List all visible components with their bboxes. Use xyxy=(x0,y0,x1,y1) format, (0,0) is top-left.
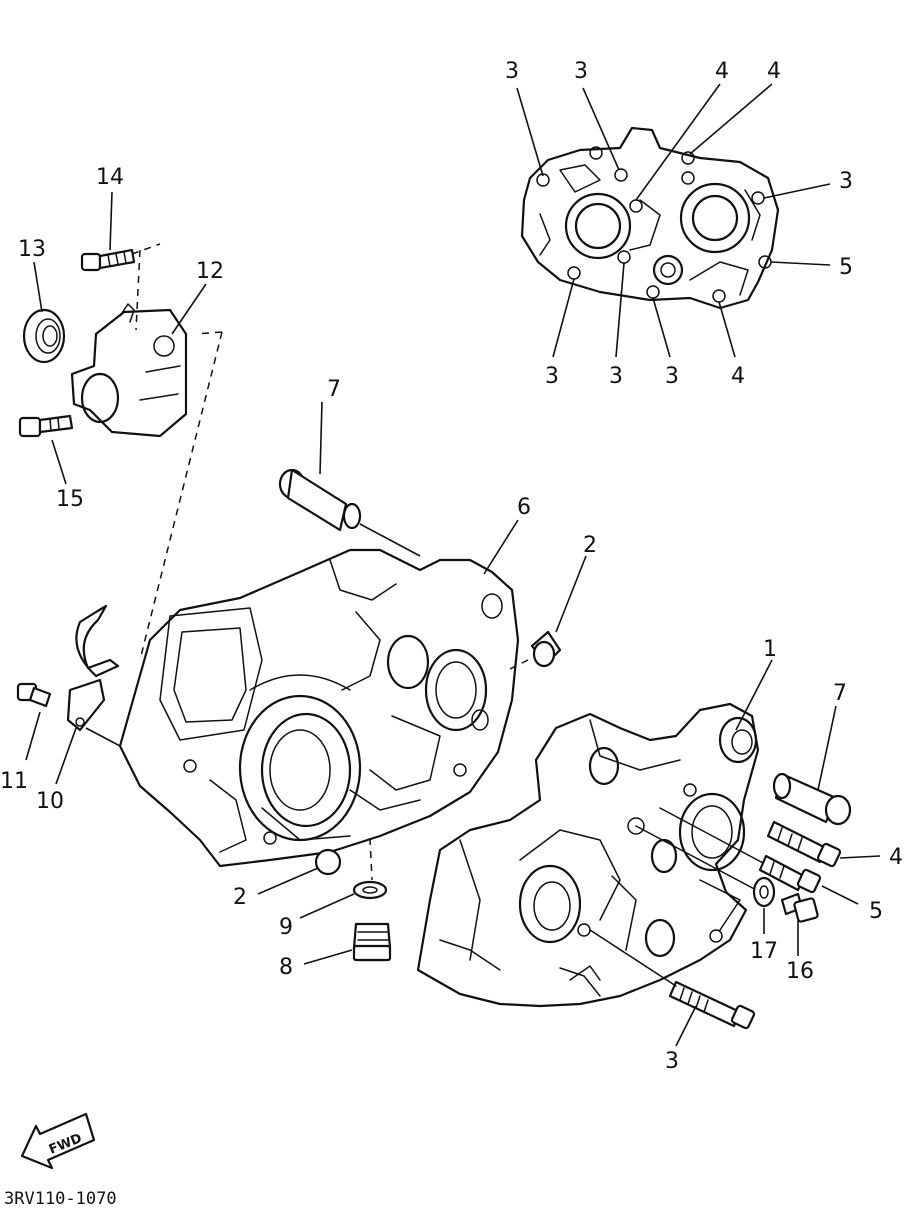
callout-12: 12 xyxy=(196,259,224,284)
cover-12 xyxy=(70,303,188,438)
callout-2: 2 xyxy=(233,885,247,910)
callout-5: 5 xyxy=(869,899,883,924)
bolt-4 xyxy=(766,820,842,868)
bolt-5 xyxy=(758,854,822,894)
bolt-16 xyxy=(780,892,819,923)
callout-3: 3 xyxy=(574,59,588,84)
callout-13: 13 xyxy=(18,237,46,262)
left-crankcase-6 xyxy=(118,548,520,868)
callout-2: 2 xyxy=(583,533,597,558)
callout-3: 3 xyxy=(505,59,519,84)
dowel-pin-7 xyxy=(278,468,362,532)
callout-14: 14 xyxy=(96,165,124,190)
callout-3: 3 xyxy=(545,364,559,389)
diagram-code: 3RV110-1070 xyxy=(4,1189,117,1209)
callout-1: 1 xyxy=(763,637,777,662)
callout-3: 3 xyxy=(665,364,679,389)
bolt-3 xyxy=(668,980,756,1030)
drain-plug-8 xyxy=(352,922,392,962)
callout-9: 9 xyxy=(279,915,293,940)
dowel-2 xyxy=(530,630,562,668)
bolt-11 xyxy=(16,682,52,708)
washer-17 xyxy=(752,876,776,908)
bolt-14 xyxy=(80,248,136,272)
callout-3: 3 xyxy=(609,364,623,389)
bolt-15 xyxy=(18,414,74,438)
callout-11: 11 xyxy=(0,769,28,794)
callout-7: 7 xyxy=(833,681,847,706)
callout-17: 17 xyxy=(750,939,778,964)
callout-4: 4 xyxy=(715,59,729,84)
callout-5: 5 xyxy=(839,255,853,280)
dowel-2-lower xyxy=(314,848,342,876)
callout-16: 16 xyxy=(786,959,814,984)
dowel-pin-7-right xyxy=(772,772,852,826)
callout-3: 3 xyxy=(839,169,853,194)
crankcase-bolt-pattern-view: 3 3 4 4 3 5 3 3 3 4 xyxy=(505,59,853,389)
callout-7: 7 xyxy=(327,377,341,402)
leader-lines xyxy=(516,83,831,358)
callout-4: 4 xyxy=(731,364,745,389)
callout-8: 8 xyxy=(279,955,293,980)
callout-10: 10 xyxy=(36,789,64,814)
callout-15: 15 xyxy=(56,487,84,512)
seal-13 xyxy=(22,308,66,364)
callout-6: 6 xyxy=(517,495,531,520)
callout-4: 4 xyxy=(767,59,781,84)
fwd-arrow-icon: FWD xyxy=(20,1112,96,1170)
retainer-plate-10 xyxy=(66,604,120,732)
callout-4: 4 xyxy=(889,845,903,870)
right-crankcase-1 xyxy=(416,702,760,1008)
callout-3: 3 xyxy=(665,1049,679,1074)
cover-assembly: 14 13 12 15 xyxy=(18,165,224,512)
washer-9 xyxy=(352,880,388,900)
